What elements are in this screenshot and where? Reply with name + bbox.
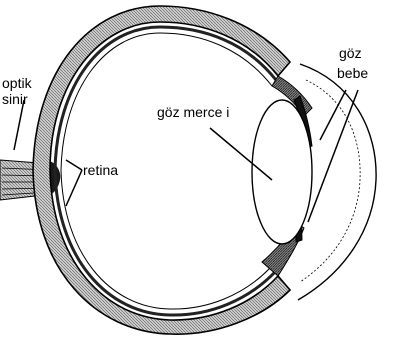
leader-optic-nerve bbox=[14, 100, 24, 150]
label-optic-nerve-line2: sinir bbox=[2, 91, 28, 107]
lens-shape bbox=[252, 100, 312, 244]
label-lens: göz merce i bbox=[157, 104, 229, 120]
label-optic-nerve-line1: optik bbox=[2, 75, 33, 91]
leader-retina-lower bbox=[66, 170, 82, 206]
label-pupil-line2: bebe bbox=[337, 65, 368, 81]
leader-retina-upper bbox=[66, 160, 82, 170]
label-pupil-line1: göz bbox=[339, 45, 362, 61]
label-retina: retina bbox=[83, 162, 118, 178]
leader-pupil-b bbox=[308, 90, 358, 222]
